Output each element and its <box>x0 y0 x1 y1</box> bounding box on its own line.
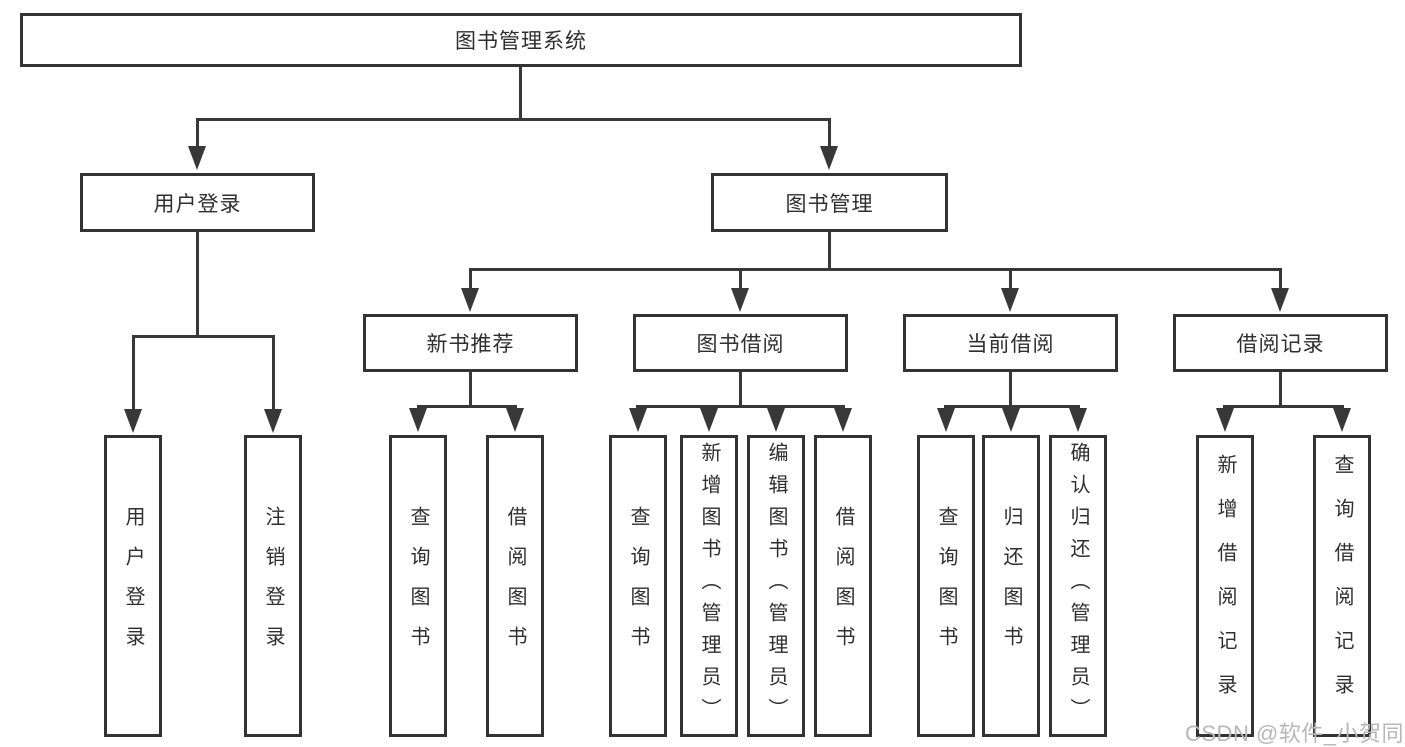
connector-line <box>469 372 472 408</box>
connector-line <box>196 232 199 338</box>
connector-line <box>469 268 1282 271</box>
leaf-edit-book-admin: 编辑图书（管理员） <box>747 435 805 737</box>
connector-arrowhead <box>1216 408 1234 432</box>
connector-line <box>519 67 522 118</box>
node-book-borrowing: 图书借阅 <box>633 314 848 372</box>
connector-arrowhead <box>731 288 749 312</box>
connector-arrowhead <box>767 408 785 432</box>
node-library-management-system: 图书管理系统 <box>20 13 1022 67</box>
connector-arrowhead <box>409 408 427 432</box>
connector-line <box>739 372 742 408</box>
leaf-query-books-borrowing: 查询图书 <box>609 435 667 737</box>
connector-line <box>828 232 831 271</box>
leaf-confirm-return-admin: 确认归还（管理员） <box>1049 435 1107 737</box>
leaf-user-login: 用户登录 <box>104 435 162 737</box>
connector-line <box>1279 372 1282 408</box>
node-user-login-branch: 用户登录 <box>80 173 315 232</box>
connector-line <box>469 268 472 292</box>
leaf-return-book: 归还图书 <box>982 435 1040 737</box>
connector-arrowhead <box>937 408 955 432</box>
node-new-book-recommend: 新书推荐 <box>363 314 578 372</box>
leaf-query-books-current: 查询图书 <box>917 435 975 737</box>
connector-arrowhead <box>700 408 718 432</box>
node-current-borrowing: 当前借阅 <box>903 314 1118 372</box>
leaf-add-book-admin: 新增图书（管理员） <box>680 435 738 737</box>
connector-line <box>417 405 517 408</box>
leaf-borrow-books-borrowing: 借阅图书 <box>814 435 872 737</box>
leaf-query-borrowing-record: 查询借阅记录 <box>1313 435 1371 737</box>
connector-line <box>196 118 199 148</box>
connector-line <box>132 335 275 338</box>
connector-arrowhead <box>1001 288 1019 312</box>
connector-arrowhead <box>1333 408 1351 432</box>
csdn-watermark: CSDN @软件_小贺同学 <box>1185 721 1405 746</box>
leaf-logout: 注销登录 <box>244 435 302 737</box>
connector-line <box>1279 268 1282 292</box>
connector-arrowhead <box>820 146 838 170</box>
connector-line <box>944 405 1080 408</box>
connector-arrowhead <box>264 409 282 433</box>
connector-line <box>828 118 831 148</box>
connector-line <box>272 335 275 411</box>
connector-line <box>1223 405 1344 408</box>
connector-arrowhead <box>461 288 479 312</box>
connector-arrowhead <box>1271 288 1289 312</box>
connector-arrowhead <box>1002 408 1020 432</box>
node-book-management-branch: 图书管理 <box>711 173 948 232</box>
connector-arrowhead <box>124 409 142 433</box>
connector-line <box>196 118 831 121</box>
leaf-add-borrowing-record: 新增借阅记录 <box>1196 435 1254 737</box>
node-borrowing-records: 借阅记录 <box>1173 314 1388 372</box>
leaf-borrow-books-recommend: 借阅图书 <box>486 435 544 737</box>
connector-line <box>739 268 742 292</box>
connector-arrowhead <box>188 146 206 170</box>
connector-arrowhead <box>629 408 647 432</box>
connector-arrowhead <box>1069 408 1087 432</box>
connector-arrowhead <box>506 408 524 432</box>
connector-line <box>132 335 135 411</box>
connector-arrowhead <box>834 408 852 432</box>
connector-line <box>1009 268 1012 292</box>
connector-line <box>1009 372 1012 408</box>
connector-line <box>636 405 845 408</box>
leaf-query-books-recommend: 查询图书 <box>389 435 447 737</box>
